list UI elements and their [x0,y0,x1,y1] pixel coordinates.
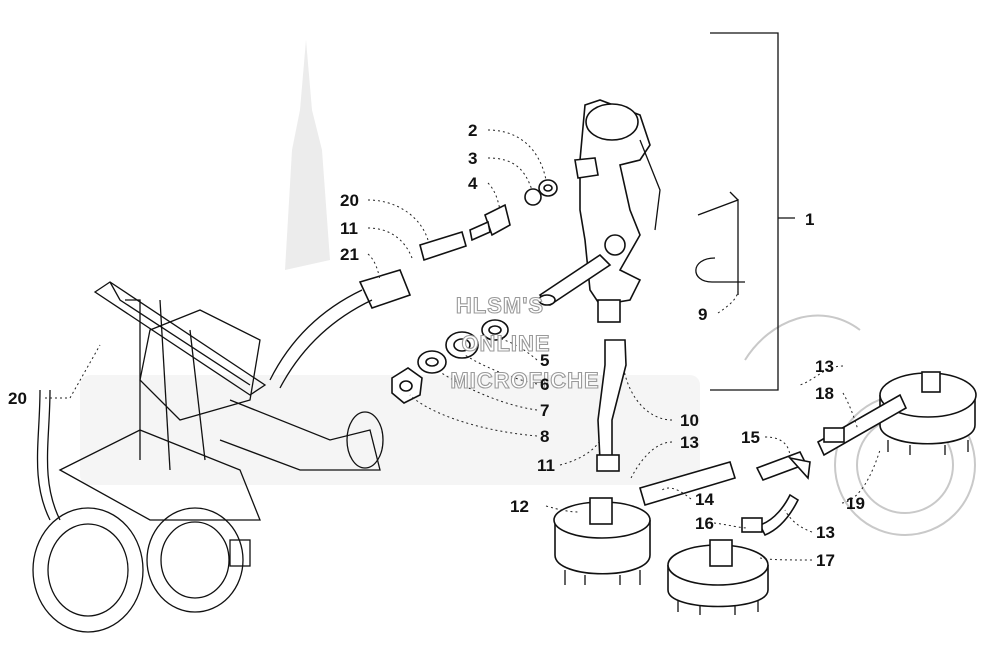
hose-network [639,393,908,537]
callout-21: 21 [340,245,359,264]
fitting-parts-2-3-4 [469,179,558,242]
callout-18: 18 [815,384,834,403]
watermark-line-1: HLSM'S [456,293,544,318]
leader-lines [45,129,881,561]
callout-20-top: 20 [340,191,359,210]
callout-13-left: 13 [680,433,699,452]
callout-3: 3 [468,149,477,168]
background-logo [80,40,976,536]
part-1-bracket [710,32,795,391]
carburetor-assembly [32,281,384,633]
callout-4: 4 [468,174,478,193]
callout-13-top: 13 [815,357,834,376]
watermark-line-3: MICROFICHE [450,368,599,393]
vacuum-hose-10 [596,339,627,472]
washers-5-6-7-8 [391,319,509,404]
callout-1: 1 [805,210,814,229]
callout-20-left: 20 [8,389,27,408]
callout-11-bottom: 11 [537,456,555,475]
callout-8: 8 [540,427,549,446]
pump-outlet-fitting [538,253,612,307]
callout-11-top: 11 [340,219,358,238]
callout-2: 2 [468,121,477,140]
fuel-pump-body [574,99,661,323]
callout-7: 7 [540,401,549,420]
callout-16: 16 [695,514,714,533]
callout-6: 6 [540,375,549,394]
callout-17: 17 [816,551,835,570]
throttle-cable [269,230,467,389]
callout-19: 19 [846,494,865,513]
callout-13-bottom: 13 [816,523,835,542]
diaphragm-12 [553,497,651,585]
watermark-line-2: ONLINE [461,331,550,356]
callout-5: 5 [540,351,549,370]
callout-12: 12 [510,497,529,516]
diaphragm-17 [667,539,769,615]
callout-10: 10 [680,411,699,430]
watermark: HLSM'S ONLINE MICROFICHE [450,292,599,393]
callout-15: 15 [741,428,760,447]
callout-14: 14 [695,490,714,509]
callouts: 1 2 3 4 20 11 21 9 5 6 7 8 20 10 13 11 1… [8,121,865,570]
callout-9: 9 [698,305,707,324]
wire-clip-9 [695,191,745,295]
